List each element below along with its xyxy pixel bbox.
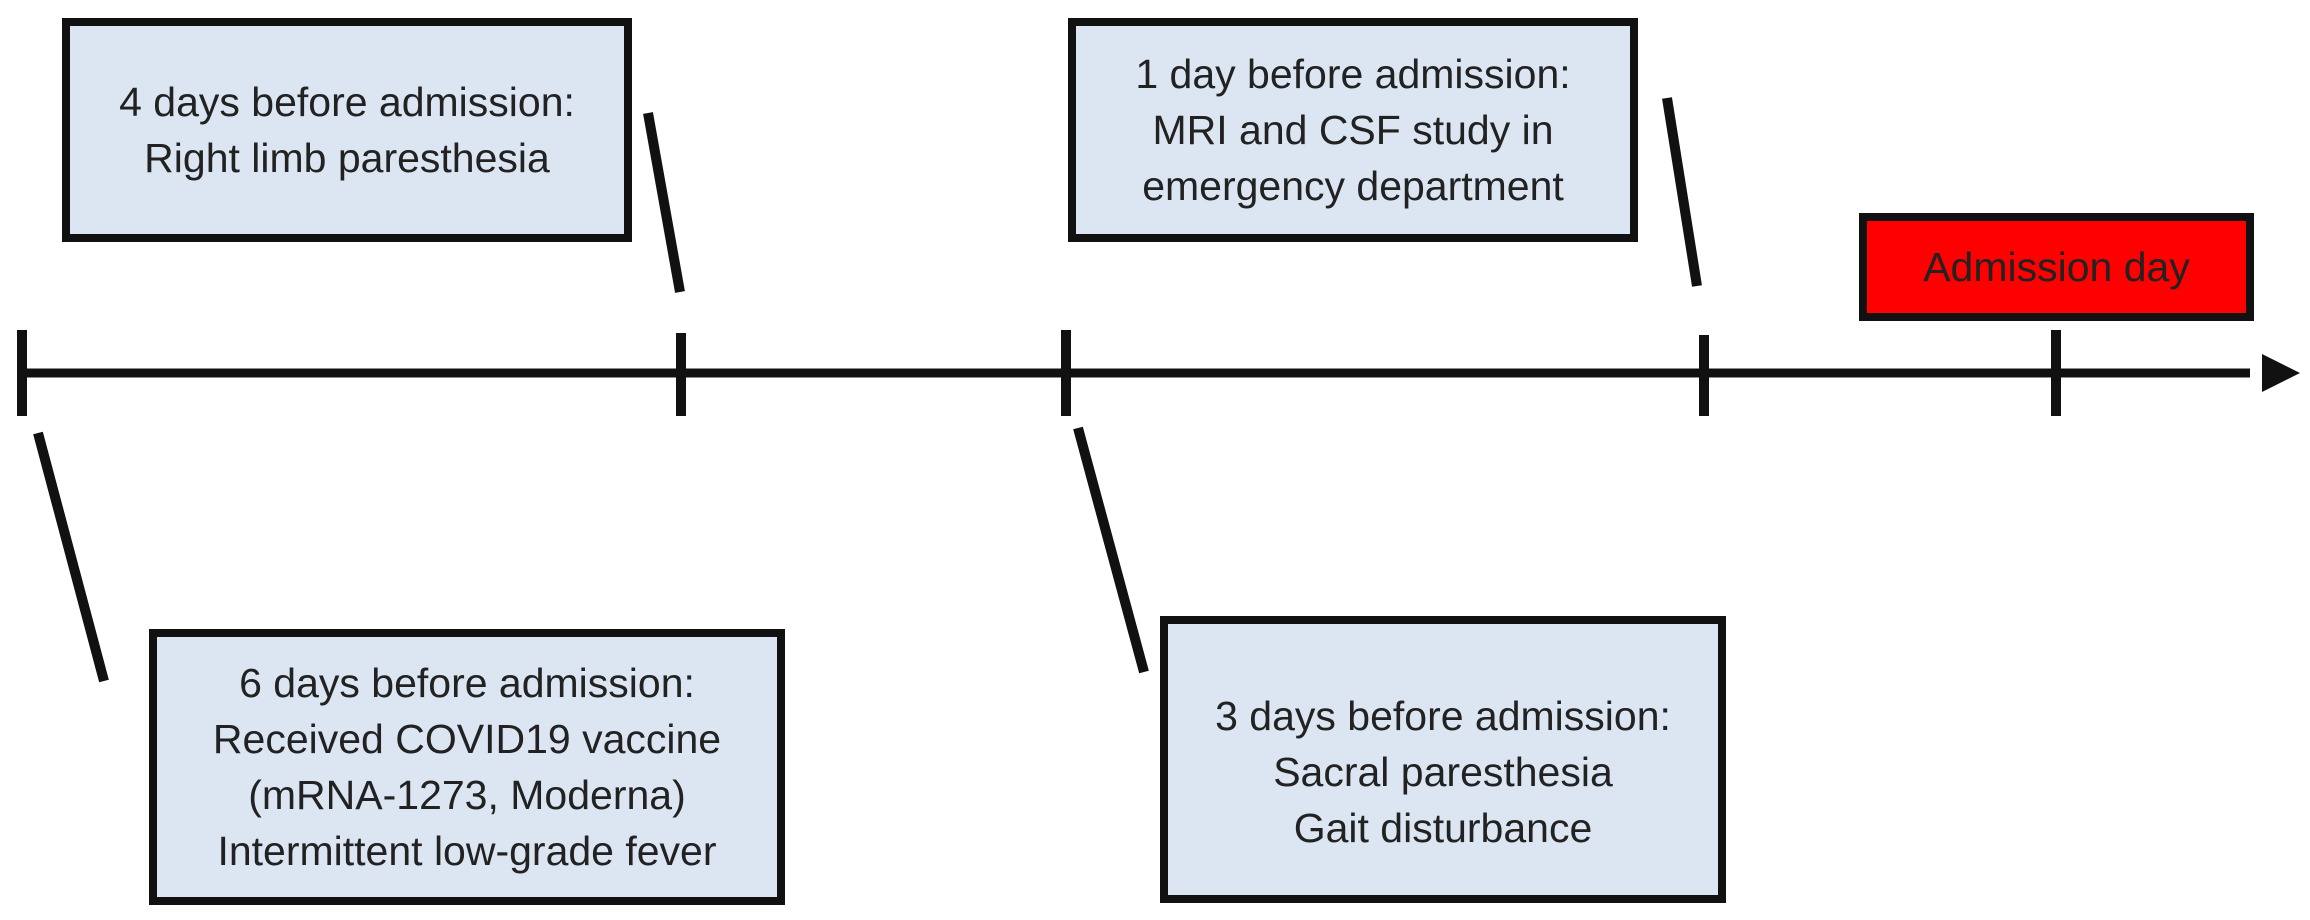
timeline-arrowhead [2262, 354, 2300, 392]
admission-day-label: Admission day [1923, 243, 2190, 290]
event-text-line: Gait disturbance [1293, 804, 1593, 851]
event-text-line: emergency department [1142, 163, 1564, 209]
event-text-line: Right limb paresthesia [144, 135, 550, 181]
event-text-line: 1 day before admission: [1135, 51, 1571, 97]
event-text-line: Sacral paresthesia [1273, 748, 1613, 795]
leader-day-minus-4 [643, 112, 685, 293]
event-box-day-minus-1: 1 day before admission: MRI and CSF stud… [1068, 18, 1638, 242]
event-box-day-minus-6: 6 days before admission: Received COVID1… [149, 629, 785, 905]
event-text-line: 4 days before admission: [119, 79, 575, 125]
leader-day-minus-1 [1662, 97, 1702, 287]
leader-day-minus-6 [33, 431, 109, 683]
event-text-line: 6 days before admission: [239, 660, 695, 706]
event-box-day-minus-3: 3 days before admission: Sacral paresthe… [1160, 616, 1726, 903]
event-text-line: Intermittent low-grade fever [217, 828, 717, 874]
event-text-line: Received COVID19 vaccine [212, 716, 722, 762]
admission-day-box: Admission day [1859, 213, 2254, 321]
event-text-line: MRI and CSF study in [1152, 107, 1554, 153]
event-text-line: (mRNA-1273, Moderna) [248, 772, 686, 818]
leader-day-minus-3 [1073, 426, 1149, 674]
event-box-day-minus-4: 4 days before admission: Right limb pare… [62, 18, 632, 242]
event-text-line: 3 days before admission: [1215, 692, 1671, 739]
